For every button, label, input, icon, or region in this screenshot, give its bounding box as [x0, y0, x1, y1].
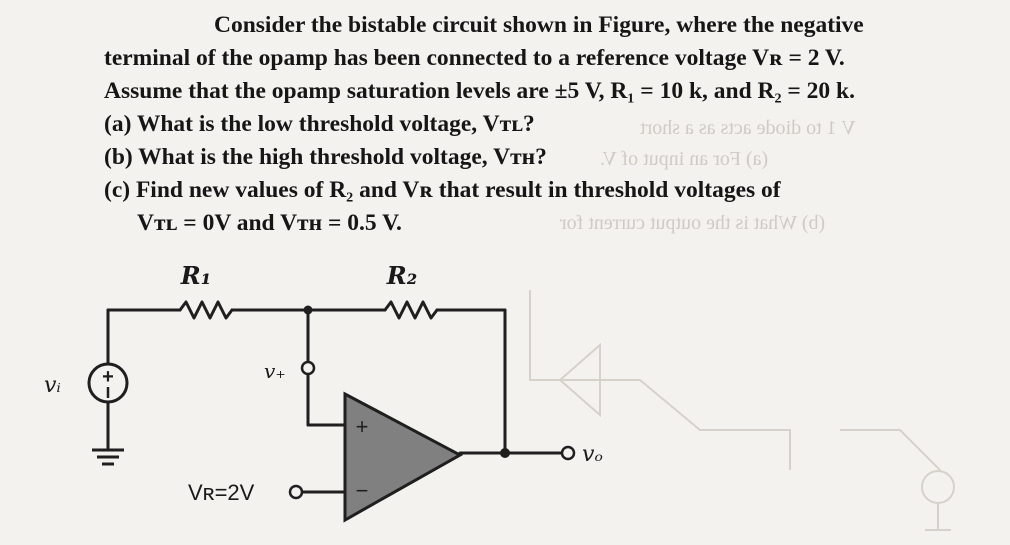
vi-label: vᵢ	[44, 373, 61, 398]
vr-terminal	[288, 484, 304, 500]
r1-label: R₁	[180, 261, 211, 290]
question-c: (c) Find new values of R₂ and Vʀ that re…	[104, 177, 781, 203]
opamp-minus-sign: −	[356, 478, 369, 503]
vplus-terminal	[300, 360, 316, 376]
vplus-label: v₊	[264, 359, 286, 383]
r2-label: R₂	[386, 261, 417, 290]
opamp-plus-sign: +	[356, 414, 369, 439]
question-a: (a) What is the low threshold voltage, V…	[104, 111, 535, 137]
node-dot-output	[500, 448, 510, 458]
voltage-source-vi	[87, 362, 129, 404]
ground-icon	[92, 448, 124, 466]
problem-line-1: Consider the bistable circuit shown in F…	[214, 12, 864, 38]
vo-label: vₒ	[582, 442, 603, 467]
bleed-through-schematic	[529, 290, 955, 531]
vo-terminal	[560, 445, 576, 461]
resistor-r2	[383, 300, 439, 320]
question-b: (b) What is the high threshold voltage, …	[104, 144, 547, 170]
vr-label: Vʀ=2V	[188, 480, 255, 505]
resistor-r1	[178, 300, 234, 320]
question-c-continued: Vᴛʟ = 0V and Vᴛʜ = 0.5 V.	[137, 210, 402, 236]
source-plus-sign: +	[102, 366, 114, 388]
opamp-triangle	[343, 391, 464, 523]
node-dot-top	[303, 305, 313, 315]
problem-line-2: terminal of the opamp has been connected…	[104, 45, 845, 71]
problem-line-3: Assume that the opamp saturation levels …	[104, 78, 856, 104]
